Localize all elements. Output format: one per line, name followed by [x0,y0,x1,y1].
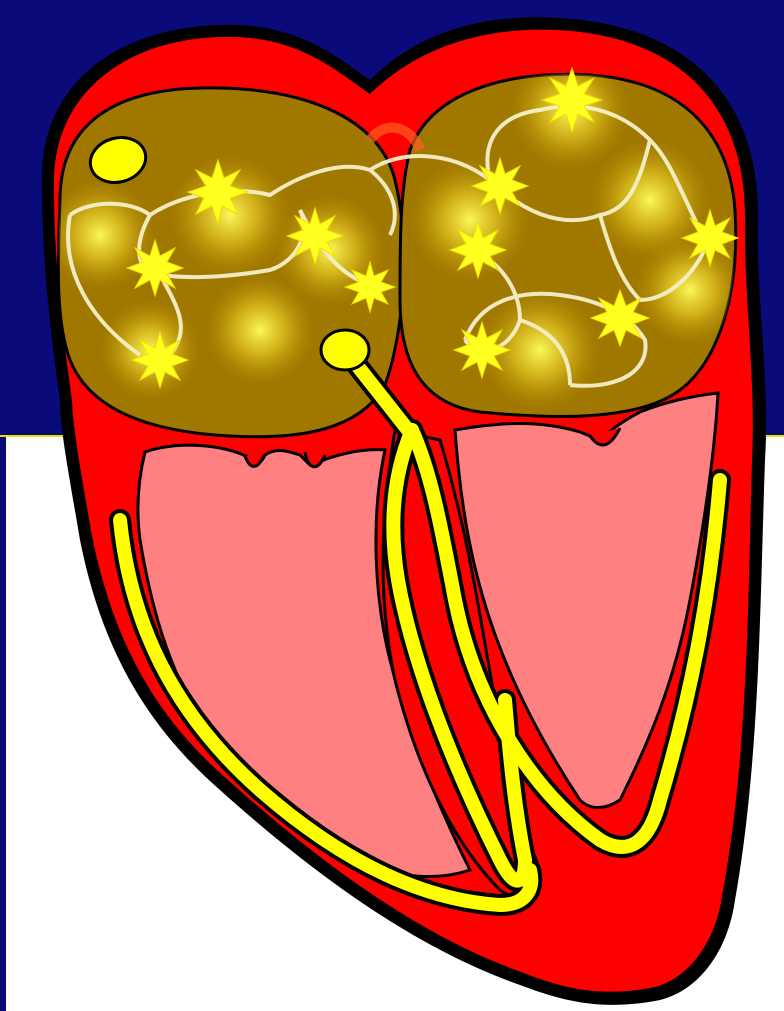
left-atrium [45,88,404,437]
spark-11 [454,322,510,378]
av-node [321,330,369,370]
spark-9 [682,210,738,266]
spark-10 [591,290,649,346]
spark-7 [472,158,528,214]
spark-2 [127,240,183,296]
spark-5 [132,332,188,388]
spark-8 [450,222,506,278]
spark-3 [287,208,343,264]
